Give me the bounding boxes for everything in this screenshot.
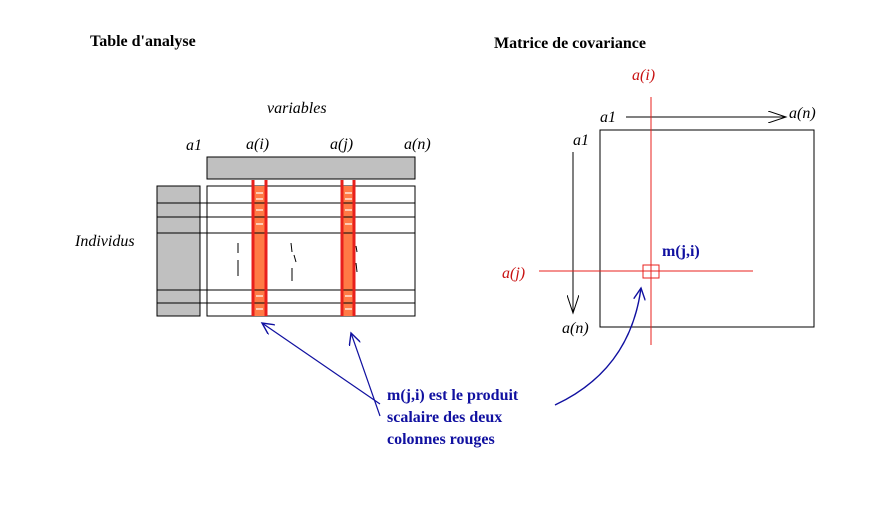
analysis-table-panel: Table d'analyse variables a1 a(i) a(j) a… [74, 33, 431, 317]
variables-label: variables [267, 100, 327, 117]
covariance-matrix-panel: Matrice de covariance a(i) a1 a(n) a1 a(… [494, 35, 816, 345]
column-label-aj: a(j) [330, 136, 353, 153]
caption-line-1: m(j,i) est le produit [387, 387, 519, 404]
individuals-header-bar [156, 185, 201, 317]
left-axis-end-label: a(n) [562, 320, 589, 337]
red-row-label-aj: a(j) [502, 265, 525, 282]
covariance-matrix-title: Matrice de covariance [494, 35, 646, 52]
column-label-a1: a1 [186, 137, 202, 154]
covariance-matrix-box [599, 129, 815, 328]
analysis-table-title: Table d'analyse [90, 33, 196, 50]
cell-label-mji: m(j,i) [662, 243, 700, 260]
individuals-label: Individus [74, 233, 135, 250]
caption-line-3: colonnes rouges [387, 431, 495, 448]
variables-header-bar [206, 156, 416, 180]
column-cell-marks [256, 192, 352, 310]
table-row-lines [157, 202, 415, 304]
arrow-to-matrix-cell [554, 288, 641, 406]
left-axis-start-label: a1 [573, 132, 589, 149]
top-axis-end-label: a(n) [789, 105, 816, 122]
column-label-ai: a(i) [246, 136, 269, 153]
ellipsis-marks [237, 242, 358, 281]
intersection-cell [642, 264, 660, 279]
data-table-body [206, 185, 416, 317]
top-axis-start-label: a1 [600, 109, 616, 126]
column-label-an: a(n) [404, 136, 431, 153]
caption-line-2: scalaire des deux [387, 409, 502, 426]
arrow-to-column-aj [351, 333, 381, 417]
red-column-label-ai: a(i) [632, 67, 655, 84]
column-aj-fill [342, 186, 354, 316]
highlighted-column-borders [251, 180, 356, 316]
column-ai-fill [253, 186, 266, 316]
annotation: m(j,i) est le produit scalaire des deux … [262, 288, 641, 448]
arrow-to-column-ai [262, 323, 381, 405]
